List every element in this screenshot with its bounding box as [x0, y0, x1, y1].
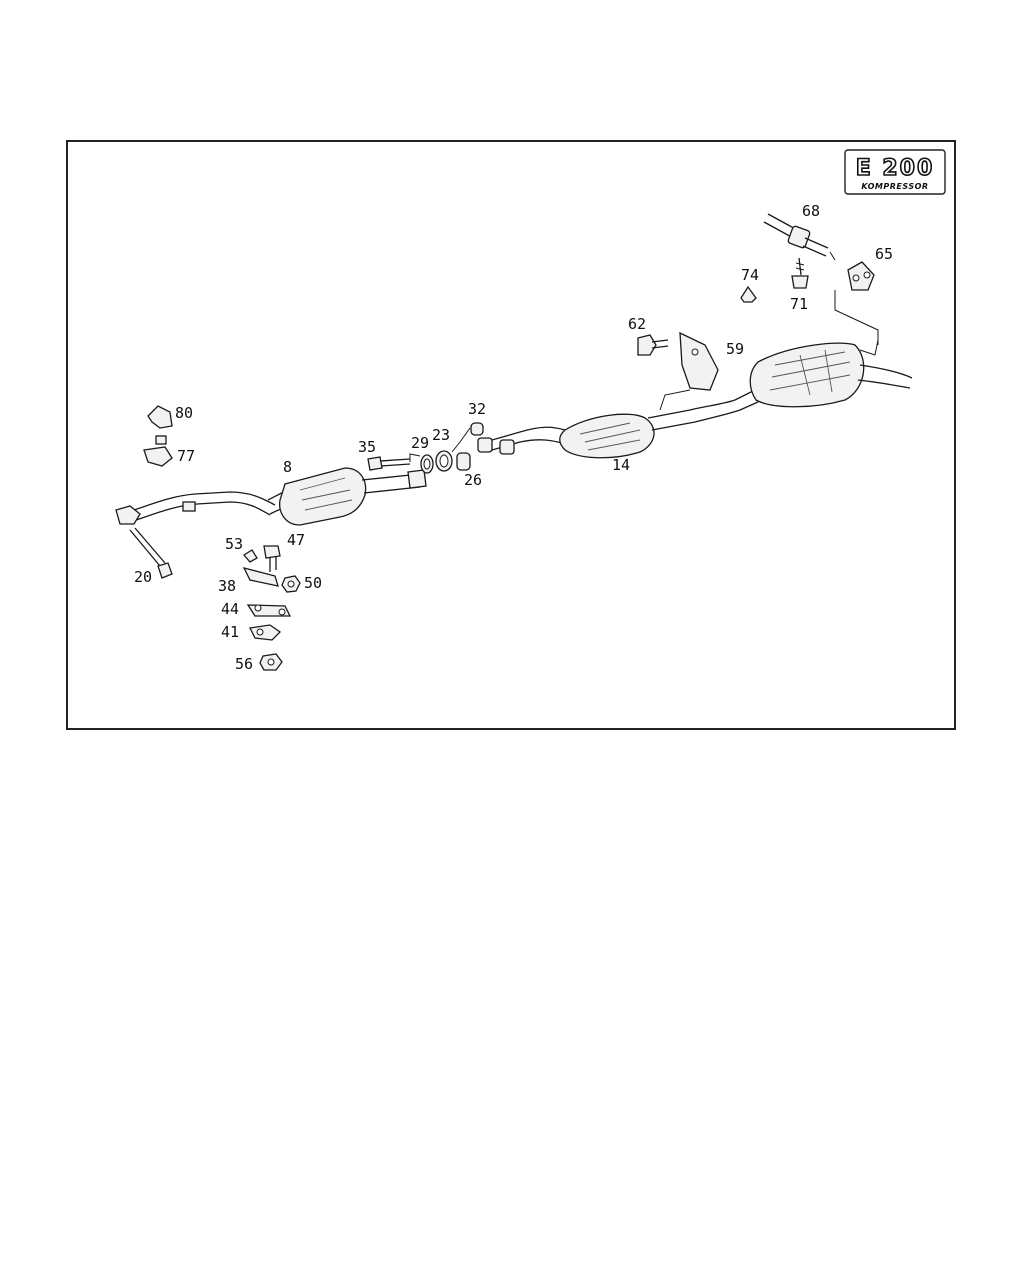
callout-68: 68 — [802, 202, 820, 220]
front-pipe — [115, 491, 276, 525]
callout-20: 20 — [134, 568, 152, 586]
callout-8: 8 — [283, 458, 292, 476]
callout-74: 74 — [741, 266, 759, 284]
callout-29: 29 — [411, 434, 429, 452]
callout-62: 62 — [628, 315, 646, 333]
callout-35: 35 — [358, 438, 376, 456]
badge-variant: KOMPRESSOR — [861, 182, 928, 191]
callout-50: 50 — [304, 574, 322, 592]
model-badge: E 200 KOMPRESSOR — [844, 149, 946, 195]
callout-53: 53 — [225, 535, 243, 553]
clip-53 — [243, 549, 258, 563]
screw-71 — [791, 257, 809, 289]
callout-65: 65 — [875, 245, 893, 263]
bolt-20 — [129, 527, 173, 579]
callout-26: 26 — [464, 471, 482, 489]
seal-rings — [420, 422, 484, 474]
callout-41: 41 — [221, 623, 239, 641]
callout-38: 38 — [218, 577, 236, 595]
callout-47: 47 — [287, 531, 305, 549]
callout-59: 59 — [726, 340, 744, 358]
diagram-frame — [66, 140, 956, 730]
hanger-59 — [659, 331, 719, 411]
catalytic-converter — [267, 467, 427, 526]
tailpipe-hanger-68 — [763, 213, 836, 261]
rubber-mount-65 — [847, 261, 875, 291]
nut-50 — [281, 575, 301, 593]
callout-44: 44 — [221, 600, 239, 618]
callout-80: 80 — [175, 404, 193, 422]
clip-74 — [740, 285, 757, 303]
clamp-plate-41 — [249, 624, 282, 641]
bracket-77 — [143, 446, 173, 467]
bolt-47 — [263, 545, 281, 572]
callout-32: 32 — [468, 400, 486, 418]
bolt-62 — [637, 334, 669, 356]
middle-silencer — [477, 389, 759, 459]
callout-23: 23 — [432, 426, 450, 444]
bolt-35 — [367, 453, 421, 471]
clamp-plate-44 — [246, 604, 292, 617]
bracket-38 — [242, 567, 279, 587]
callout-56: 56 — [235, 655, 253, 673]
callout-71: 71 — [790, 295, 808, 313]
callout-77: 77 — [177, 447, 195, 465]
badge-model: E 200 — [856, 156, 935, 181]
clamp-80 — [147, 405, 173, 445]
nut-56 — [259, 653, 283, 671]
callout-14: 14 — [612, 456, 630, 474]
callout-labels: 8 14 20 23 26 29 32 35 38 41 44 47 50 53… — [134, 202, 893, 673]
rear-silencer — [749, 290, 913, 408]
